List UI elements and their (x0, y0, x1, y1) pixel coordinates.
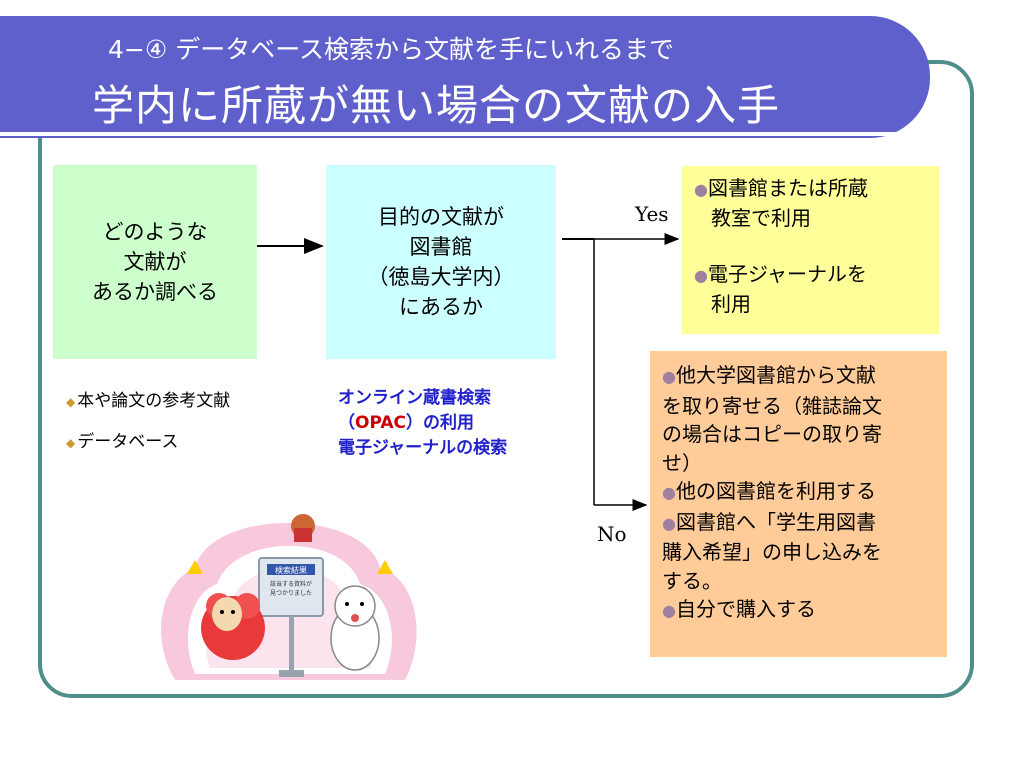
sign-line2: 見つかりました (270, 590, 312, 597)
step2-line: 目的の文献が (378, 205, 504, 229)
bullet-icon: ● (662, 367, 676, 386)
sign-title: 検索結果 (275, 565, 307, 575)
slide-title: 学内に所蔵が無い場合の文献の入手 (92, 81, 781, 130)
no-item-cont: を取り寄せる（雑誌論文 (662, 393, 882, 418)
yes-item: ●図書館または所蔵 (694, 176, 868, 200)
bullet-icon: ● (662, 483, 676, 502)
bullet-icon: ● (662, 513, 676, 533)
no-item-cont: の場合はコピーの取り寄 (662, 422, 882, 446)
step1-line: 文献が (123, 250, 187, 274)
no-item-cont: する。 (662, 568, 722, 593)
no-item: ●自分で購入する (662, 597, 816, 621)
search-tools-note: オンライン蔵書検索 （OPAC）の利用 電子ジャーナルの検索 (338, 386, 507, 461)
opac-label: OPAC (355, 413, 406, 433)
step1-line: どのような (102, 220, 208, 244)
step2-line: にあるか (399, 295, 483, 319)
no-item: ●他大学図書館から文献 (662, 363, 876, 387)
step-find-literature-box: どのような 文献が あるか調べる (53, 165, 257, 359)
yes-result-box: ●図書館または所蔵 教室で利用 ●電子ジャーナルを 利用 (682, 166, 939, 334)
yes-item: ●電子ジャーナルを (694, 262, 867, 286)
no-result-box: ●他大学図書館から文献 を取り寄せる（雑誌論文 の場合はコピーの取り寄 せ） ●… (650, 351, 947, 657)
bullet-icon: ● (694, 180, 708, 199)
title-band (0, 16, 930, 138)
no-item-cont: 購入希望」の申し込みを (662, 540, 882, 564)
step-check-library-box: 目的の文献が 図書館 （徳島大学内） にあるか (326, 165, 556, 359)
slide-subtitle: 4−④ データベース検索から文献を手にいれるまで (108, 35, 674, 64)
yes-item-cont: 教室で利用 (711, 206, 811, 230)
tool-ejournal-search: 電子ジャーナルの検索 (338, 438, 508, 458)
tool-opac-search: オンライン蔵書検索 (338, 388, 491, 408)
step2-line: 図書館 (409, 235, 473, 259)
no-label: No (597, 522, 627, 546)
no-item: ●図書館へ「学生用図書 (662, 509, 876, 534)
bullet-icon: ● (694, 266, 708, 285)
no-item: ●他の図書館を利用する (662, 479, 876, 503)
yes-item-cont: 利用 (711, 292, 751, 316)
bullet-icon: ● (662, 601, 676, 620)
source-item: ◆本や論文の参考文献 (66, 391, 231, 411)
title-underline (0, 132, 905, 136)
search-result-mascot-illustration: 検索結果 該当する資料が 見つかりました (161, 514, 417, 680)
yes-label: Yes (635, 202, 669, 226)
diamond-bullet-icon: ◆ (66, 436, 76, 450)
tool-opac-line: （OPAC）の利用 (338, 413, 474, 433)
step1-line: あるか調べる (92, 280, 218, 304)
source-item: ◆データベース (66, 432, 179, 452)
step2-line: （徳島大学内） (367, 265, 515, 289)
sign-line1: 該当する資料が (270, 580, 312, 588)
no-item-cont: せ） (662, 450, 702, 475)
diamond-bullet-icon: ◆ (66, 395, 76, 409)
